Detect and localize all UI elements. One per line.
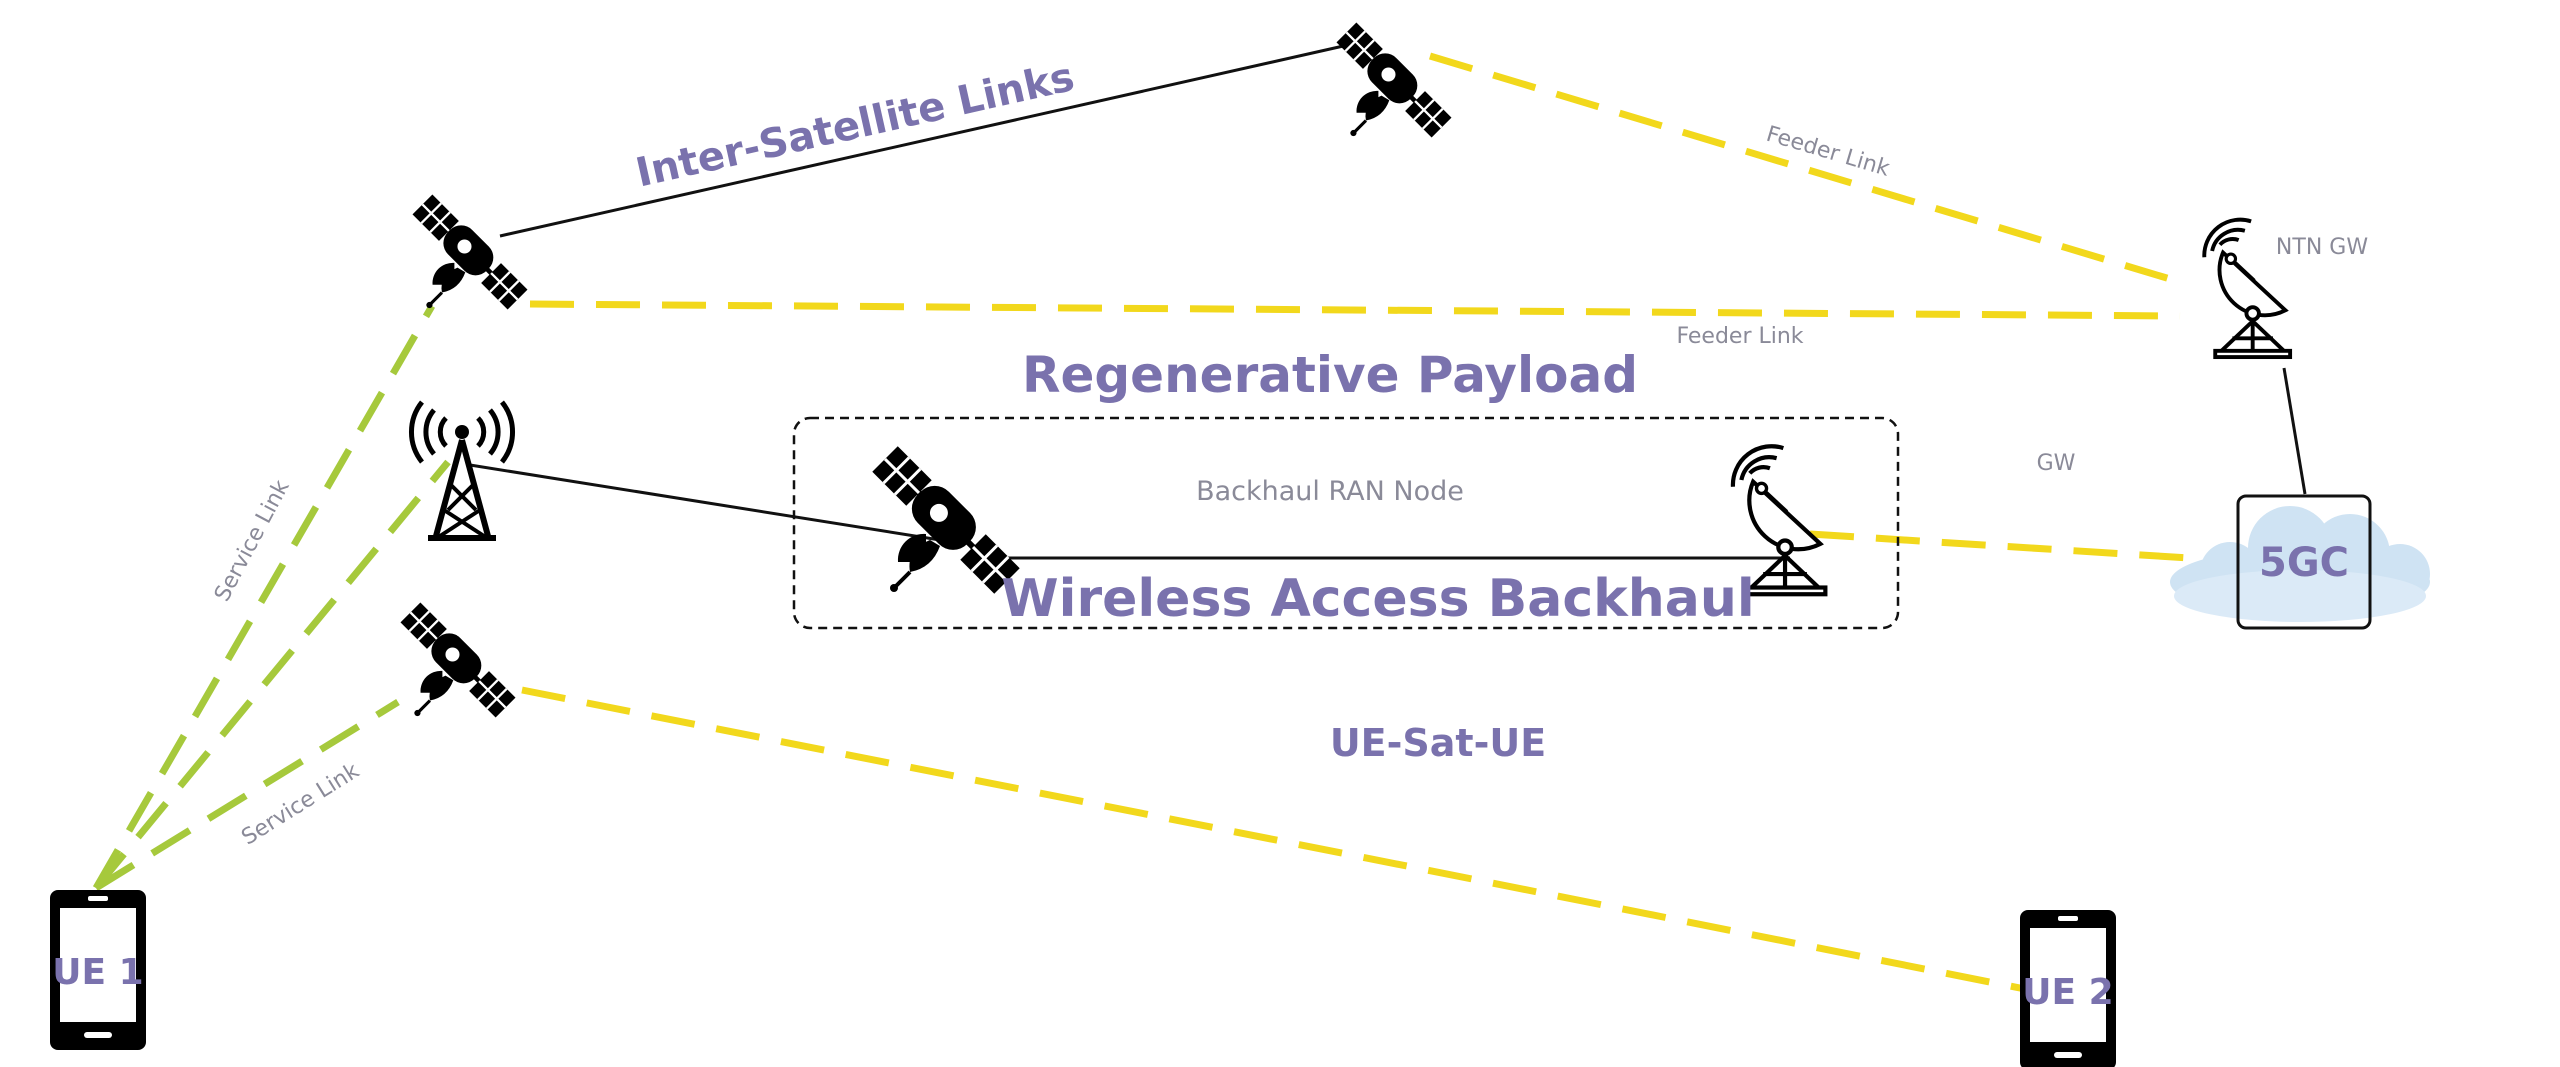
service-link-sat-upper: [92, 304, 436, 890]
satellite-icon: [401, 603, 516, 718]
service-link-label: Service Link: [210, 476, 295, 606]
5gc-box: [2236, 494, 2372, 630]
ntn-gw-label: NTN GW: [2276, 235, 2368, 260]
regenerative-payload-box: [792, 416, 1900, 630]
ue2-label: UE 2: [2022, 972, 2113, 1013]
feeder-link-top: [1428, 52, 2182, 286]
satellite-icon: [413, 195, 528, 310]
feeder-link-label: Feeder Link: [1676, 324, 1803, 349]
regenerative-payload-label: Regenerative Payload: [1022, 346, 1638, 404]
service-link-label: Service Link: [237, 758, 364, 850]
gw-to-5gc-link: [2282, 367, 2307, 495]
inter-satellite-links-label: Inter-Satellite Links: [632, 54, 1079, 196]
ue1-label: UE 1: [52, 952, 143, 993]
ue-sat-ue-label: UE-Sat-UE: [1330, 721, 1546, 765]
satellite-icon: [872, 446, 1019, 593]
service-link-sat-lower: [94, 699, 400, 891]
satellite-icon: [1337, 23, 1452, 138]
feeder-link-mid: [529, 300, 2181, 320]
inter-satellite-link: [499, 38, 1371, 238]
5gc-label: 5GC: [2259, 540, 2349, 586]
gw-backhaul-link: [1809, 530, 2253, 566]
ue-sat-ue-link: [521, 686, 2031, 994]
wireless-access-backhaul-label: Wireless Access Backhaul: [1001, 569, 1754, 629]
service-link-tower: [93, 459, 451, 891]
gw-label: GW: [2037, 451, 2076, 476]
tower-to-backhaul-sat-link: [469, 463, 941, 542]
backhaul-ran-node-label: Backhaul RAN Node: [1196, 476, 1464, 507]
